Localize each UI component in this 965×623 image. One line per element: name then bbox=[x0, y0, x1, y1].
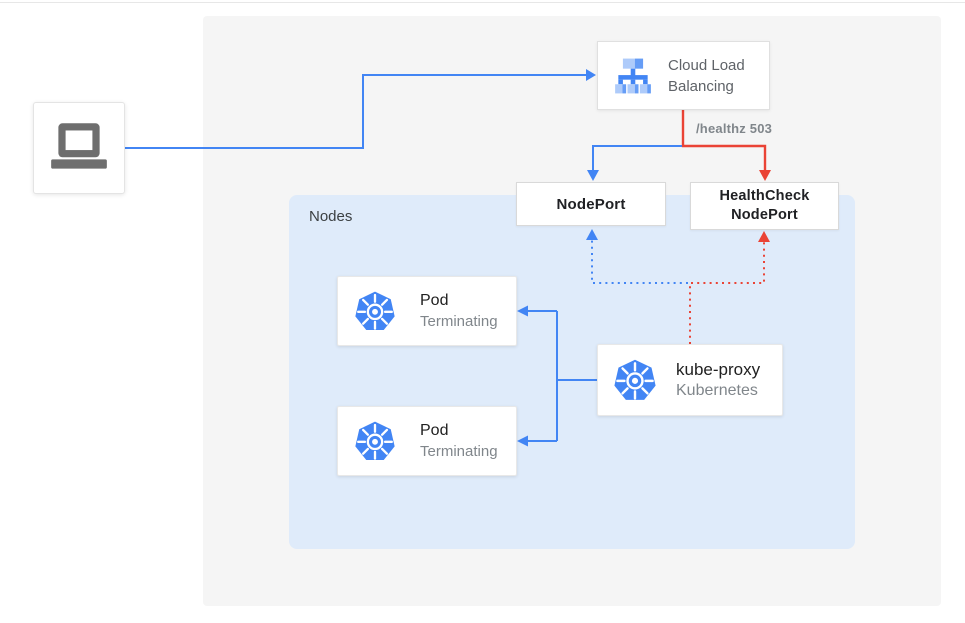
load-balancer-label: Cloud Load Balancing bbox=[668, 56, 745, 95]
kubernetes-icon bbox=[355, 421, 395, 460]
kubernetes-icon bbox=[614, 359, 656, 400]
kube-proxy-title: kube-proxy bbox=[676, 359, 761, 379]
kube-proxy-subtitle: Kubernetes bbox=[676, 381, 758, 399]
pod-status: Terminating bbox=[420, 312, 498, 330]
pod-title: Pod bbox=[420, 291, 449, 309]
pod-status: Terminating bbox=[420, 442, 498, 460]
window-top-border bbox=[0, 2, 965, 3]
healthcheck-nodeport-card: HealthCheck NodePort bbox=[690, 182, 839, 230]
nodes-group-label: Nodes bbox=[309, 208, 353, 225]
nodeport-card: NodePort bbox=[516, 182, 666, 226]
pod-card: Pod Terminating bbox=[337, 276, 517, 346]
kubernetes-icon bbox=[355, 291, 395, 330]
pod-card: Pod Terminating bbox=[337, 406, 517, 476]
load-balancer-card: Cloud Load Balancing bbox=[597, 41, 770, 110]
load-balancer-icon bbox=[615, 58, 651, 93]
pod-text: Pod Terminating bbox=[420, 291, 498, 331]
pod-text: Pod Terminating bbox=[420, 421, 498, 461]
kube-proxy-card: kube-proxy Kubernetes bbox=[597, 344, 783, 416]
healthz-label: /healthz 503 bbox=[696, 121, 773, 136]
healthcheck-nodeport-label: HealthCheck NodePort bbox=[719, 187, 810, 223]
laptop-icon bbox=[51, 123, 107, 169]
nodeport-label: NodePort bbox=[556, 195, 626, 213]
kube-proxy-text: kube-proxy Kubernetes bbox=[676, 359, 760, 402]
pod-title: Pod bbox=[420, 421, 449, 439]
client-card bbox=[33, 102, 125, 194]
